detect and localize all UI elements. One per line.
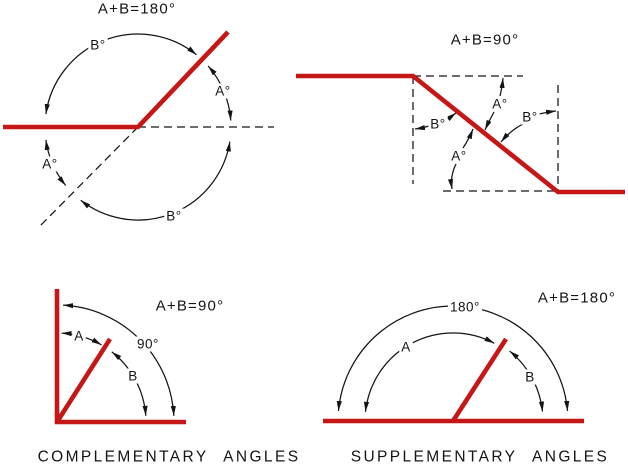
arc-angle-b (111, 351, 148, 416)
label-b: B (128, 369, 138, 384)
figure3-title: A+B=90° (156, 298, 225, 315)
label-90-degrees: 90° (137, 337, 159, 352)
label-mask (448, 299, 482, 315)
label-mask (428, 116, 448, 132)
label-a-lower-left: A° (42, 157, 57, 172)
red-diagonal (55, 337, 112, 424)
leader-a-bottom-to-slope (462, 128, 474, 149)
red-slope-path (296, 73, 625, 195)
label-mask (399, 339, 413, 355)
label-mask (523, 369, 537, 385)
label-mask (449, 148, 469, 164)
figure4-title: A+B=180° (538, 290, 616, 307)
label-a: A (401, 340, 411, 355)
leader-b-left-to-vertical (414, 125, 430, 131)
arc-180-degrees (336, 305, 570, 412)
generated-geometry: B° A° A° B° A° B° B° A° 90° A B 180° A B (3, 30, 625, 425)
label-mask (40, 156, 60, 172)
label-mask (164, 208, 184, 224)
label-mask (135, 336, 161, 352)
label-mask (72, 328, 86, 344)
label-mask (88, 37, 108, 53)
label-b: B (525, 370, 535, 385)
caption-supplementary-angles: SUPPLEMENTARY ANGLES (351, 449, 610, 466)
figure2-title: A+B=90° (451, 32, 520, 49)
leader-b-right-to-slope (500, 123, 524, 143)
label-b-bottom: B° (166, 209, 181, 224)
red-ray-horizontal-and-diagonal (3, 30, 230, 130)
label-a-top: A° (492, 97, 507, 112)
arc-angle-b-bottom (80, 141, 231, 221)
figure1-title: A+B=180° (98, 1, 176, 18)
label-mask (126, 368, 140, 384)
label-mask (490, 96, 510, 112)
leader-a-top-to-horizontal (499, 77, 505, 97)
arc-90-degrees (63, 303, 176, 416)
label-a-right: A° (215, 84, 230, 99)
dashed-extension-diagonal (39, 126, 139, 227)
arc-angle-b-top (44, 33, 197, 115)
label-180-degrees: 180° (450, 300, 480, 315)
label-b-right: B° (522, 110, 537, 125)
arc-angle-a (363, 332, 495, 412)
label-b-left: B° (430, 117, 445, 132)
label-a: A (74, 329, 84, 344)
caption-complementary-angles: COMPLEMENTARY ANGLES (38, 449, 301, 466)
leader-a-bottom-to-horizontal (447, 163, 457, 190)
leader-b-right-to-vertical (538, 109, 557, 115)
red-diagonal (451, 337, 508, 423)
label-a-bottom: A° (451, 149, 466, 164)
leader-a-top-to-slope (484, 111, 495, 131)
label-b-top: B° (90, 38, 105, 53)
label-mask (213, 83, 233, 99)
label-mask (520, 109, 540, 125)
